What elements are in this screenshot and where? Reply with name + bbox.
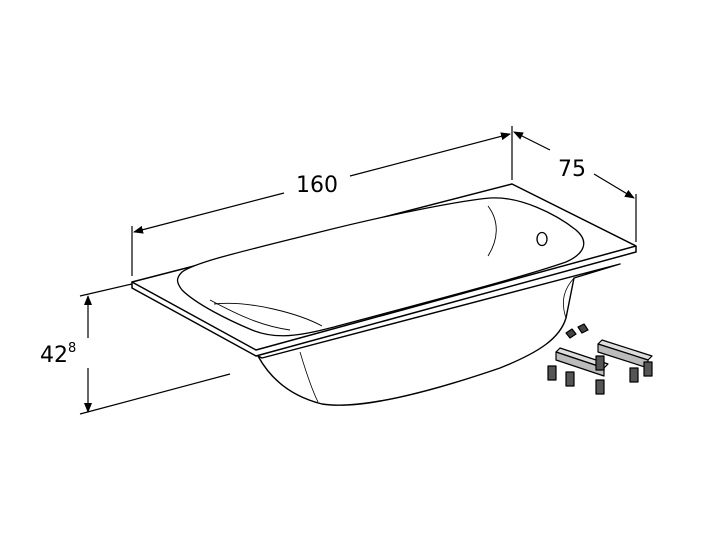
height-dimension [79, 283, 231, 415]
width-dimension [513, 131, 637, 242]
height-main-label: 42 [40, 343, 68, 368]
tub-basin [176, 197, 585, 337]
height-sup-label: 8 [68, 341, 76, 356]
overflow-drain [536, 231, 548, 247]
tub-feet-icon [547, 323, 653, 395]
tub-basin-detail [209, 205, 497, 331]
tub-shell [257, 263, 621, 406]
height-label: 428 [40, 341, 76, 368]
length-label: 160 [296, 173, 338, 198]
tub-shell-detail [299, 277, 575, 403]
length-dimension [131, 126, 513, 276]
width-label: 75 [558, 157, 586, 182]
